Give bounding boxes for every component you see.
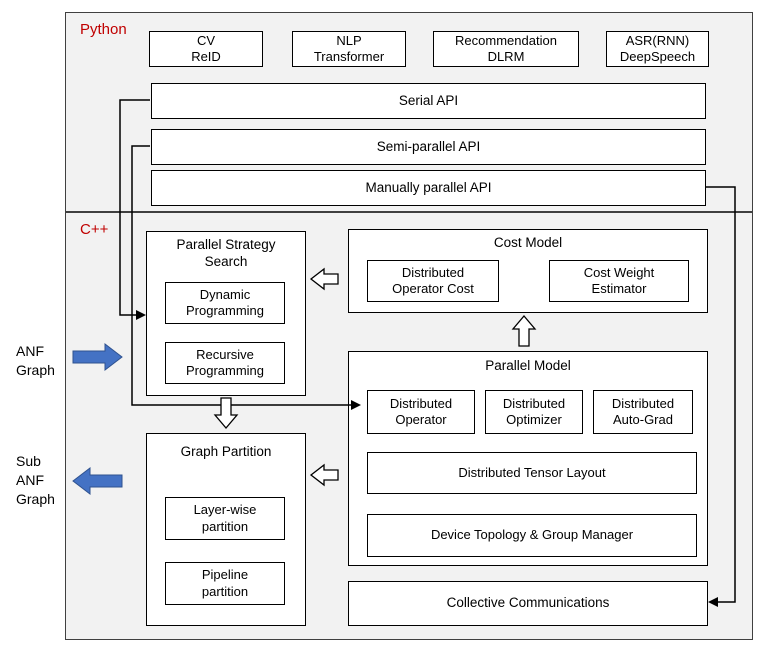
distributed-auto-grad-box: Distributed Auto-Grad bbox=[593, 390, 693, 434]
cpp-section: C++ Parallel Strategy Search Dynamic Pro… bbox=[65, 212, 753, 640]
app-box-cv-reid: CV ReID bbox=[149, 31, 263, 67]
parallel-strategy-search-title: Parallel Strategy Search bbox=[176, 237, 276, 269]
semi-parallel-api-bar: Semi-parallel API bbox=[151, 129, 706, 165]
app-box-nlp-transformer: NLP Transformer bbox=[292, 31, 406, 67]
cost-model-title: Cost Model bbox=[493, 235, 563, 250]
app-box-asr-deepspeech: ASR(RNN) DeepSpeech bbox=[606, 31, 709, 67]
sub-anf-graph-label: Sub ANF Graph bbox=[16, 453, 55, 507]
graph-partition-title: Graph Partition bbox=[180, 444, 272, 459]
dynamic-programming-box: Dynamic Programming bbox=[165, 282, 285, 324]
parallel-strategy-search-group: Parallel Strategy Search Dynamic Program… bbox=[146, 231, 306, 396]
parallel-model-group: Parallel Model Distributed Operator Dist… bbox=[348, 351, 708, 566]
parallel-model-title: Parallel Model bbox=[485, 358, 571, 373]
graph-partition-group: Graph Partition Layer-wise partition Pip… bbox=[146, 433, 306, 626]
device-topology-group-manager-box: Device Topology & Group Manager bbox=[367, 514, 697, 557]
distributed-operator-box: Distributed Operator bbox=[367, 390, 475, 434]
cost-weight-estimator-box: Cost Weight Estimator bbox=[549, 260, 689, 302]
serial-api-bar: Serial API bbox=[151, 83, 706, 119]
distributed-optimizer-box: Distributed Optimizer bbox=[485, 390, 583, 434]
python-section: Python CV ReID NLP Transformer Recommend… bbox=[65, 12, 753, 212]
anf-graph-label: ANF Graph bbox=[16, 343, 55, 378]
distributed-tensor-layout-box: Distributed Tensor Layout bbox=[367, 452, 697, 494]
cpp-section-label: C++ bbox=[80, 221, 109, 238]
pipeline-partition-box: Pipeline partition bbox=[165, 562, 285, 605]
manually-parallel-api-bar: Manually parallel API bbox=[151, 170, 706, 206]
app-box-recommendation-dlrm: Recommendation DLRM bbox=[433, 31, 579, 67]
python-section-label: Python bbox=[80, 21, 127, 38]
distributed-operator-cost-box: Distributed Operator Cost bbox=[367, 260, 499, 302]
collective-communications-bar: Collective Communications bbox=[348, 581, 708, 626]
layer-wise-partition-box: Layer-wise partition bbox=[165, 497, 285, 540]
recursive-programming-box: Recursive Programming bbox=[165, 342, 285, 384]
cost-model-group: Cost Model Distributed Operator Cost Cos… bbox=[348, 229, 708, 313]
